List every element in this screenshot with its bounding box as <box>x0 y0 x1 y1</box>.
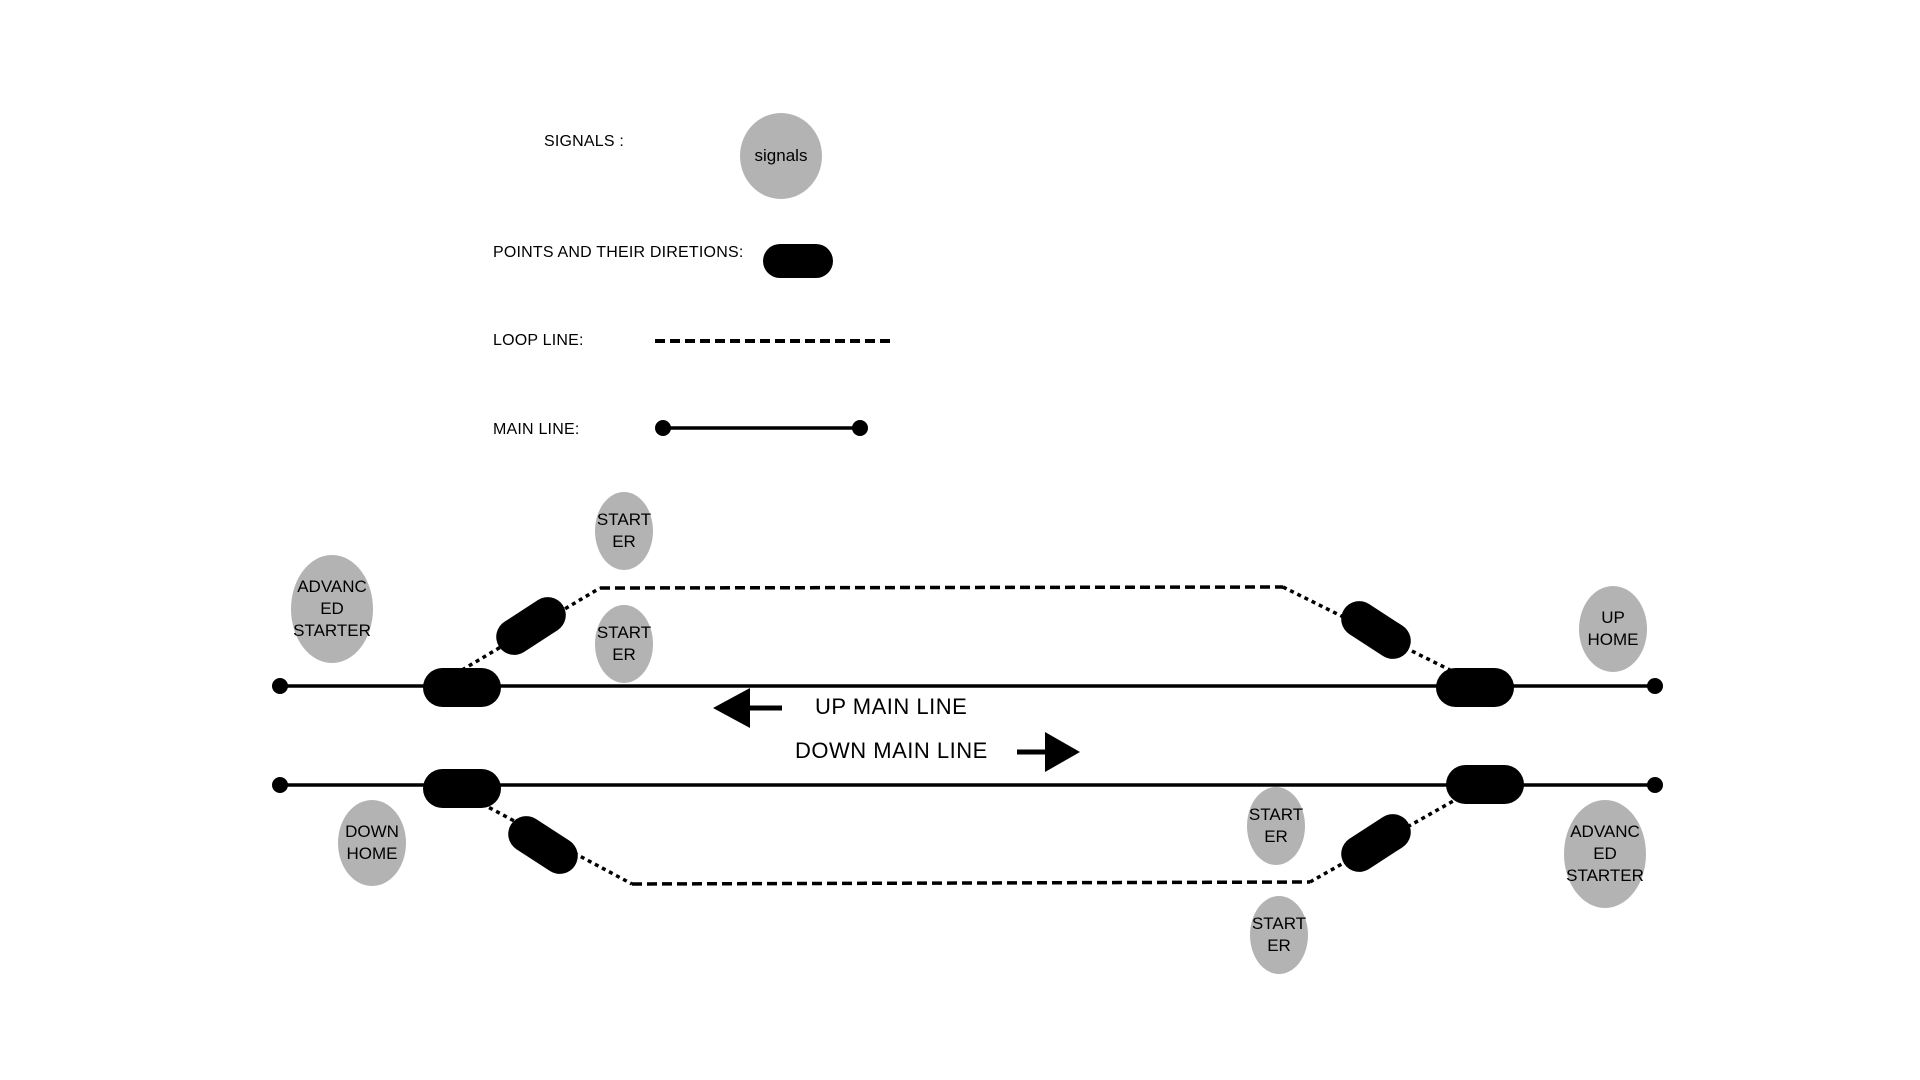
point-down-loop-east <box>1341 814 1411 872</box>
arrow-right-icon <box>1017 732 1080 772</box>
down-loop-line <box>474 798 1456 886</box>
legend-point-sample <box>763 244 833 278</box>
signal-down-advanced-starter: ADVANC ED STARTER <box>1564 800 1646 908</box>
up-main-line <box>272 678 1663 694</box>
arrow-left-icon <box>713 688 782 728</box>
legend-main-line-sample <box>655 420 868 436</box>
up-main-line-label: UP MAIN LINE <box>815 694 968 719</box>
signal-up-advanced-starter: ADVANC ED STARTER <box>291 555 373 663</box>
down-main-line-label: DOWN MAIN LINE <box>795 738 988 763</box>
point-down-west <box>423 769 501 808</box>
signal-down-home: DOWN HOME <box>338 800 406 886</box>
legend-signal-sample: signals <box>740 113 822 199</box>
point-up-loop-west <box>496 597 566 655</box>
signal-up-loop-starter: START ER <box>595 492 653 570</box>
legend-points-label: POINTS AND THEIR DIRETIONS: <box>493 244 744 261</box>
down-main-line <box>272 777 1663 793</box>
signal-up-home: UP HOME <box>1579 586 1647 672</box>
signal-up-main-starter: START ER <box>595 605 653 683</box>
point-up-east <box>1436 668 1514 707</box>
signal-down-main-starter: START ER <box>1247 787 1305 865</box>
point-up-loop-east <box>1341 601 1411 659</box>
legend-signals-label: SIGNALS : <box>544 133 625 150</box>
legend-loop-line-label: LOOP LINE: <box>493 332 584 349</box>
legend-main-line-label: MAIN LINE: <box>493 421 580 438</box>
signal-down-loop-starter: START ER <box>1250 896 1308 974</box>
point-down-east <box>1446 765 1524 804</box>
point-down-loop-west <box>508 816 578 874</box>
point-up-west <box>423 668 501 707</box>
